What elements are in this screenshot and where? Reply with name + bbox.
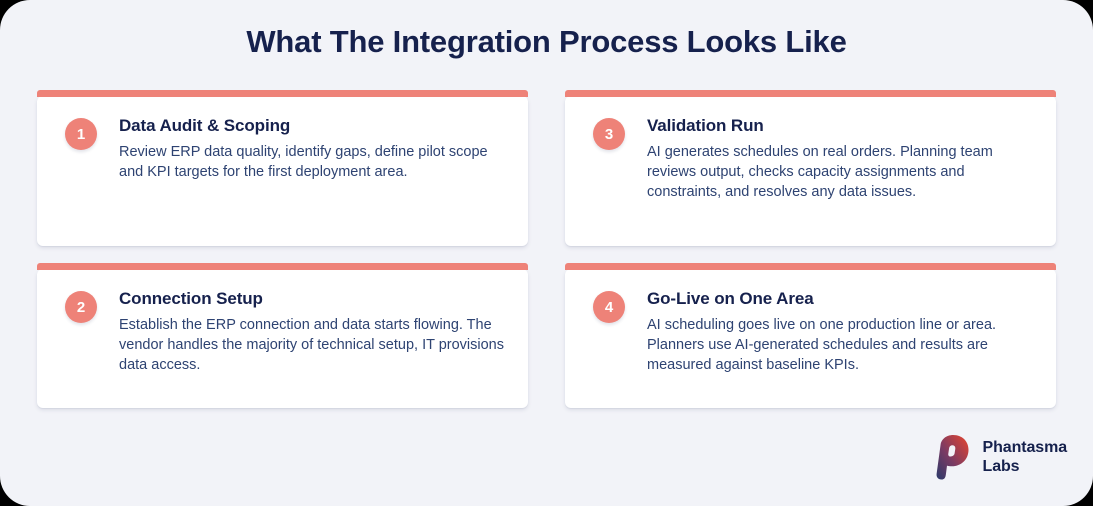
step-description: AI generates schedules on real orders. P… <box>647 144 993 200</box>
card-accent-bar <box>565 263 1056 270</box>
process-step-card: 2 Connection Setup Establish the ERP con… <box>37 263 528 408</box>
phantasma-p-logo-icon <box>936 435 969 480</box>
process-step-card: 4 Go-Live on One Area AI scheduling goes… <box>565 263 1056 408</box>
card-accent-bar <box>37 90 528 97</box>
step-title: Connection Setup <box>119 289 263 308</box>
brand-name-line-2: Labs <box>982 458 1020 475</box>
page-title: What The Integration Process Looks Like <box>246 24 847 59</box>
step-description: Review ERP data quality, identify gaps, … <box>119 144 488 180</box>
step-title: Validation Run <box>647 116 764 135</box>
card-accent-bar <box>37 263 528 270</box>
card-accent-bar <box>565 90 1056 97</box>
process-step-card: 1 Data Audit & Scoping Review ERP data q… <box>37 90 528 246</box>
process-step-card: 3 Validation Run AI generates schedules … <box>565 90 1056 246</box>
step-number-badge: 2 <box>65 291 97 323</box>
step-title: Go-Live on One Area <box>647 289 814 308</box>
step-number-badge: 1 <box>65 118 97 150</box>
step-description: Establish the ERP connection and data st… <box>119 317 504 373</box>
step-description: AI scheduling goes live on one productio… <box>647 317 997 373</box>
step-title: Data Audit & Scoping <box>119 116 291 135</box>
step-number-badge: 3 <box>593 118 625 150</box>
process-step-grid: 1 Data Audit & Scoping Review ERP data q… <box>37 90 1056 408</box>
brand-logo: Phantasma Labs <box>928 434 1067 480</box>
step-number-badge: 4 <box>593 291 625 323</box>
brand-name-line-1: Phantasma <box>982 439 1068 456</box>
brand-wordmark: Phantasma Labs <box>982 438 1068 476</box>
